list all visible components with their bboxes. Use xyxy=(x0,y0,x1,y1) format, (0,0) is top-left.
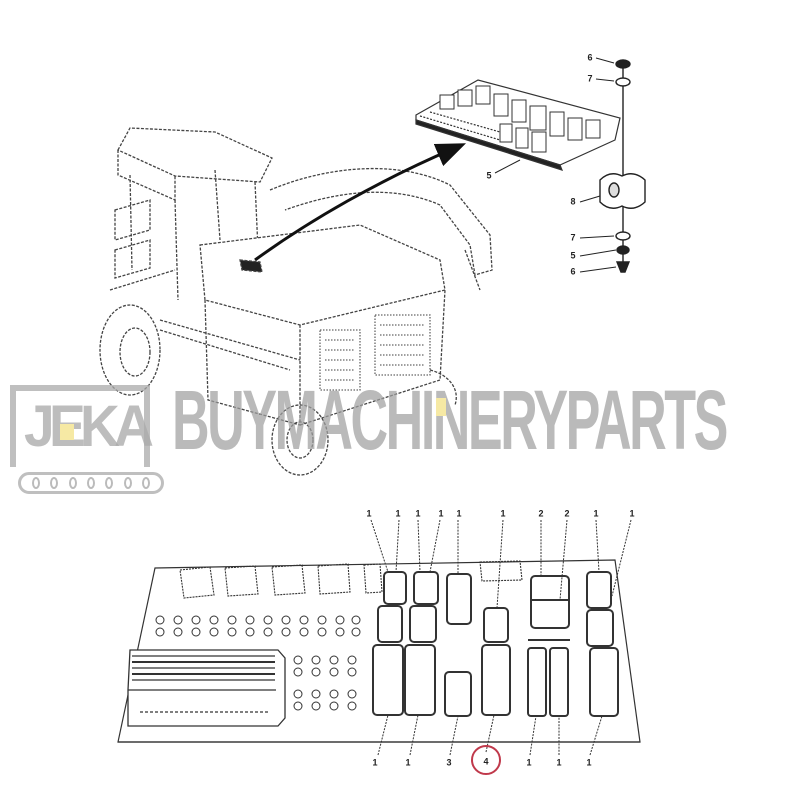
callout-6: 6 xyxy=(587,52,593,63)
watermark-accent-2 xyxy=(436,398,446,416)
callout-highlighted-4: 4 xyxy=(483,756,489,767)
highlight-circle xyxy=(471,745,501,775)
callout-top: 1 xyxy=(629,508,635,519)
watermark-logo-text: JEKA xyxy=(24,394,154,459)
callout-top: 2 xyxy=(538,508,544,519)
watermark-logo-frame xyxy=(10,385,150,467)
location-arrow xyxy=(254,143,467,262)
callout-bottom: 1 xyxy=(526,757,532,768)
callout-7: 7 xyxy=(587,73,593,84)
callout-bottom: 1 xyxy=(405,757,411,768)
watermark-accent xyxy=(60,424,74,440)
callout-bottom: 1 xyxy=(556,757,562,768)
mounting-hardware xyxy=(494,57,646,273)
callout-bottom: 3 xyxy=(446,757,452,768)
callout-bottom: 1 xyxy=(372,757,378,768)
callout-5b: 5 xyxy=(570,250,576,261)
callout-6b: 6 xyxy=(570,266,576,277)
machine-illustration xyxy=(99,127,493,476)
relay-board-iso xyxy=(415,79,621,171)
callout-top: 1 xyxy=(593,508,599,519)
watermark-text: BUYMACHINERYPARTS xyxy=(172,373,728,467)
watermark-track-icon xyxy=(18,472,164,494)
callout-top: 2 xyxy=(564,508,570,519)
callout-7b: 7 xyxy=(570,232,576,243)
callout-top: 1 xyxy=(500,508,506,519)
relay-board-layout xyxy=(117,519,641,756)
callout-top: 1 xyxy=(415,508,421,519)
callout-top: 1 xyxy=(366,508,372,519)
callout-top: 1 xyxy=(395,508,401,519)
relays xyxy=(372,571,619,717)
fuse-rows xyxy=(155,615,361,711)
callout-5: 5 xyxy=(486,170,492,181)
callout-8: 8 xyxy=(570,196,576,207)
callout-bottom: 1 xyxy=(586,757,592,768)
callout-top: 1 xyxy=(438,508,444,519)
connector-block xyxy=(127,649,286,727)
callout-top: 1 xyxy=(456,508,462,519)
